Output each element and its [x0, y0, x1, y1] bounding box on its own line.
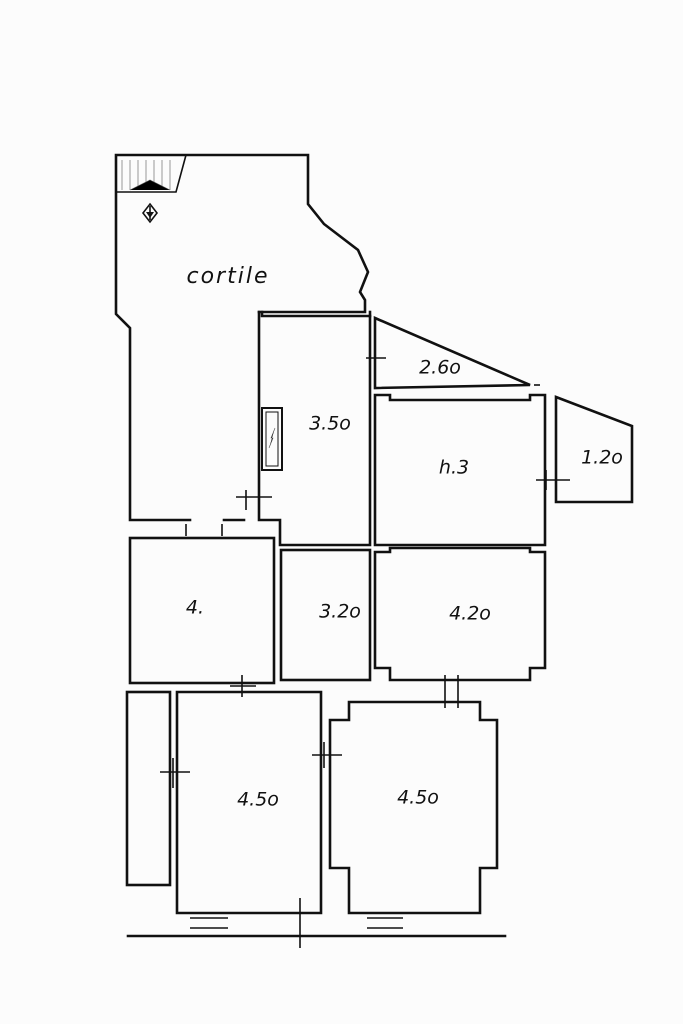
- room-label-420: 4.2o: [449, 603, 491, 625]
- room-120: [554, 395, 634, 504]
- courtyard-label: cortile: [187, 264, 270, 289]
- room-label-120: 1.2o: [581, 447, 623, 469]
- room-label-320: 3.2o: [319, 601, 361, 623]
- north-marker-icon: [141, 202, 159, 224]
- room-4: [128, 524, 276, 697]
- room-420: [373, 546, 547, 708]
- courtyard: [114, 153, 370, 522]
- corridor: [125, 690, 190, 887]
- room-label-260: 2.6o: [419, 357, 461, 379]
- room-350: [236, 310, 372, 547]
- room-450-left: [175, 690, 342, 948]
- room-label-450-left: 4.5o: [237, 789, 279, 811]
- room-320: [279, 548, 372, 682]
- room-3: [373, 393, 570, 547]
- stair-icon: [115, 154, 188, 193]
- room-label-450-right: 4.5o: [397, 787, 439, 809]
- chimney-icon: [261, 407, 283, 471]
- room-label-3: h.3: [439, 457, 469, 479]
- room-450-right: [328, 700, 499, 929]
- room-label-4: 4.: [186, 597, 204, 619]
- room-260: [366, 316, 540, 390]
- room-label-350: 3.5o: [309, 413, 351, 435]
